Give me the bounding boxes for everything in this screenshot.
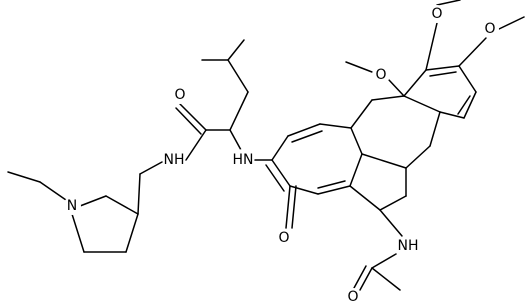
- atom-o-tropolone-ketone: O: [275, 229, 293, 247]
- atom-n-pyrrolidine-label: N: [67, 198, 77, 214]
- atom-o-methoxy-left-label: O: [375, 67, 386, 83]
- bond-trop-ketone-b: [291, 185, 297, 229]
- bond-ch2-nh: [139, 161, 163, 175]
- bond-pyrrolidine-c2-n: [79, 195, 107, 207]
- bond-benz-inner-b: [429, 71, 457, 77]
- bond-trop-c3-c4: [319, 123, 352, 129]
- bond-mid-c3-c4: [429, 111, 441, 147]
- bond-alpha-c-hn: [229, 129, 242, 151]
- bond-benz-c3-c4: [403, 69, 427, 97]
- bond-acetamide-c-nh: [379, 209, 403, 237]
- atom-nh-amide-label: NH: [164, 152, 185, 168]
- bond-ch2-linker: [137, 173, 141, 215]
- bond-mid-tropolone-c5: [349, 185, 381, 211]
- atom-hn-alpha-label: HN: [233, 152, 254, 168]
- bond-trop-c7-c8: [289, 185, 319, 195]
- atom-label-layer: O NH HN N O O: [63, 5, 499, 306]
- bond-mid-c2-c3: [405, 145, 431, 169]
- atom-o-acetyl-label: O: [347, 289, 358, 305]
- atom-n-pyrrolidine: N: [63, 197, 81, 215]
- atom-nh-acetamide: NH: [397, 235, 419, 257]
- bond-carbonyl-double-a: [179, 103, 207, 131]
- bond-trop-ketone-a: [285, 185, 291, 229]
- bond-trop-c6-c7: [317, 185, 351, 195]
- bond-trop-c6-c7-inner: [317, 180, 346, 189]
- atom-o-tropolone-ketone-label: O: [278, 230, 289, 246]
- bond-ome-tr-c-o: [458, 37, 487, 67]
- bond-benz-c7-c8: [439, 111, 465, 119]
- bond-ome-l-o-me: [345, 61, 373, 73]
- bond-benz-inner-a: [457, 95, 471, 115]
- bond-carbonyl-double-b: [175, 107, 202, 135]
- bond-ome-tl-c-o: [425, 22, 438, 71]
- bond-isobutyl-ch-me1: [227, 39, 245, 61]
- bond-acetamide-nh-co: [371, 253, 397, 269]
- bond-alpha-c-ch2: [229, 91, 249, 131]
- bond-ome-l-c-o: [388, 79, 405, 97]
- bond-nh-carbonyl-c: [185, 129, 207, 161]
- bond-pyrrolidine-c4-c3: [125, 213, 139, 253]
- bond-layer: [7, 0, 525, 291]
- bond-trop-c4-c5: [350, 127, 363, 155]
- bond-ome-tl-o-me: [436, 0, 461, 6]
- bond-trop-c5-c6: [349, 153, 363, 187]
- bond-mid-c5-c6: [379, 195, 407, 211]
- bond-mid-c1-c2: [361, 153, 407, 169]
- bond-benz-c1-c2: [350, 99, 373, 129]
- bond-benz-c6-c7: [463, 91, 477, 119]
- atom-hn-alpha: HN: [232, 149, 254, 171]
- atom-o-methoxy-left: O: [372, 66, 390, 84]
- bond-acetyl-double-b: [353, 265, 367, 289]
- bond-ethyl-ch3: [7, 171, 41, 183]
- bond-trop-c8-c1: [271, 159, 291, 187]
- atom-o-methoxy-top-left-label: O: [431, 6, 442, 22]
- atom-o-methoxy-top-right-label: O: [484, 21, 495, 37]
- bond-benz-c4-c5: [425, 65, 460, 71]
- bond-trop-c8-c1-inner: [265, 164, 285, 192]
- bond-benz-c5-c6: [458, 65, 477, 93]
- bond-pyrrolidine-n-c5: [71, 213, 85, 253]
- bond-trop-c1-c2: [271, 135, 289, 161]
- atom-o-methoxy-top-right: O: [481, 20, 499, 38]
- bond-acetyl-me: [371, 267, 401, 291]
- bond-ethyl-ch2-n: [39, 181, 67, 201]
- atom-o-acetyl: O: [344, 288, 362, 306]
- bond-trop-c2-c3: [287, 123, 321, 137]
- bond-pyrrolidine-c3-c2: [105, 195, 139, 215]
- bond-isobutyl-ch2-ch: [227, 59, 249, 93]
- bond-acetyl-double-a: [359, 267, 373, 291]
- atom-o-amide-carbonyl-label: O: [174, 87, 185, 103]
- bond-benz-c8-c3: [403, 95, 441, 113]
- atom-nh-acetamide-label: NH: [398, 238, 419, 254]
- atom-o-methoxy-top-left: O: [428, 5, 446, 23]
- bond-ome-tr-o-me: [498, 16, 525, 30]
- bond-benz-c2-c3: [371, 95, 405, 101]
- atom-o-amide-carbonyl: O: [171, 86, 189, 104]
- bond-trop-c2-c3-inner: [291, 130, 323, 143]
- atom-nh-amide: NH: [163, 149, 185, 171]
